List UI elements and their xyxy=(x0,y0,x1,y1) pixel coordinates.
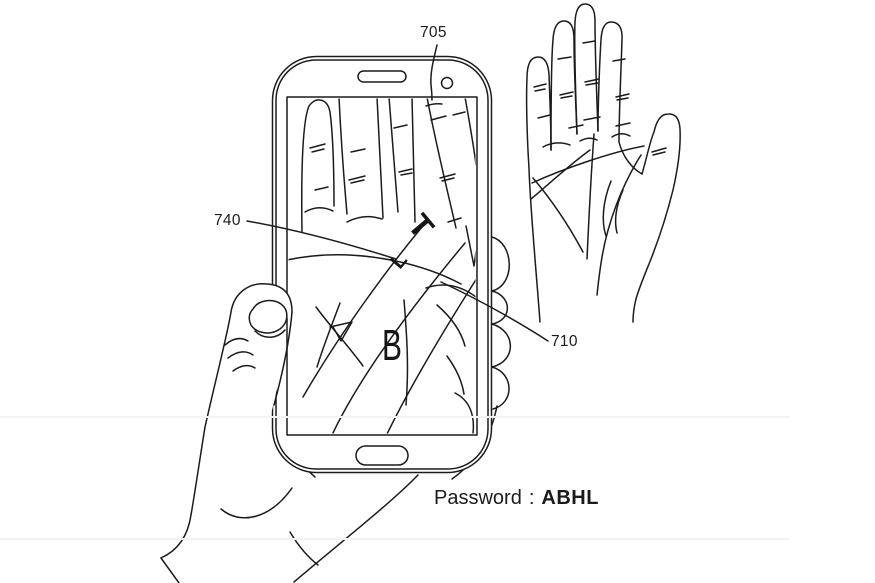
leader-line-710 xyxy=(440,281,549,342)
thumb-outline xyxy=(632,113,681,323)
index-finger-outline xyxy=(597,21,643,175)
mark-b: B xyxy=(382,320,402,369)
password-caption: Password: ABHL xyxy=(434,487,599,510)
palm-crease-arc xyxy=(289,531,319,566)
gripping-fingertips xyxy=(491,236,511,410)
scan-artifact-line xyxy=(0,416,790,418)
knuckle-creases xyxy=(533,40,667,156)
ring-finger-outline xyxy=(550,20,578,151)
home-button-icon xyxy=(355,445,409,466)
thumb-crease xyxy=(224,337,249,346)
thumbnail xyxy=(248,299,288,334)
pinky-finger-outline xyxy=(525,56,552,323)
wrist-bottom-edge xyxy=(160,557,180,583)
caption-password-value: ABHL xyxy=(541,487,599,509)
palm-lines xyxy=(530,133,645,296)
thumb-arm-outer-edge xyxy=(160,283,293,559)
thumb-arm-silhouette-fill xyxy=(161,283,292,583)
leader-lines xyxy=(246,44,549,342)
screen-knuckle-creases xyxy=(309,103,466,223)
reference-label-705: 705 xyxy=(420,24,447,41)
caption-label: Password xyxy=(434,487,522,509)
thumbnail-crease xyxy=(254,329,286,338)
thumb-crease xyxy=(227,351,254,359)
earpiece-speaker-icon xyxy=(357,70,407,83)
palm-crease-arc xyxy=(220,487,293,519)
index-finger-under-phone xyxy=(293,474,419,583)
thumb-inner-edge xyxy=(273,311,293,406)
reference-label-740: 740 xyxy=(214,212,241,229)
scan-artifact-line xyxy=(0,538,790,540)
smartphone-illustration xyxy=(271,55,493,474)
leader-line-705 xyxy=(430,44,438,101)
caption-separator: : xyxy=(528,487,535,509)
front-camera-icon xyxy=(440,76,454,90)
screen-pinky-outline xyxy=(301,99,335,233)
reference-hand-illustration xyxy=(525,3,681,323)
phone-body-inner-line xyxy=(275,59,489,470)
holding-hand-thumb xyxy=(160,283,319,583)
reference-label-710: 710 xyxy=(551,333,578,350)
leader-line-740 xyxy=(246,220,397,260)
mark-triangle xyxy=(329,321,353,342)
middle-finger-outline xyxy=(573,3,599,135)
phone-screen xyxy=(286,96,478,436)
thumb-crease xyxy=(232,364,256,372)
